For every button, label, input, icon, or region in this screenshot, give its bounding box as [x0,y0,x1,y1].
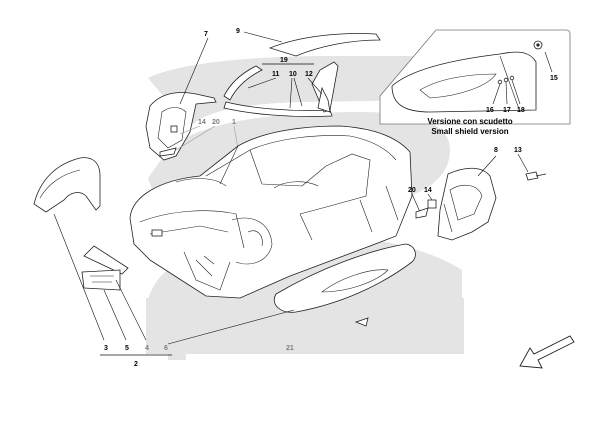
callout-17: 17 [503,107,511,114]
callout-4: 4 [145,345,149,352]
callout-14-a: 14 [198,119,206,126]
lower-sill: 21 [167,243,416,352]
callout-11: 11 [272,71,280,78]
callout-6: 6 [164,345,168,352]
callout-21: 21 [286,345,294,352]
callout-15: 15 [550,75,558,82]
rear-inner-panel: 7 [145,31,217,161]
roof-frame: 19 11 10 12 [223,57,339,117]
callout-1: 1 [232,119,236,126]
shield-pins-icon [497,75,515,85]
callout-16: 16 [486,107,494,114]
callout-20-a: 20 [212,119,220,126]
direction-arrow-icon [519,335,575,369]
front-fender [33,157,105,341]
inset-caption-en: Small shield version [431,127,508,136]
rear-quarter-panel: 8 [437,147,498,241]
callout-20-b: 20 [408,187,416,194]
callout-13: 13 [514,147,522,154]
callout-10: 10 [289,71,297,78]
callout-12: 12 [305,71,313,78]
clip-part [427,199,437,209]
inset-small-shield: 15 16 17 18 Versione con scudetto Small … [379,29,571,136]
callout-14-b: 14 [424,187,432,194]
shield-badge-icon [533,40,543,50]
screw-part: 13 [514,147,547,181]
callout-9: 9 [236,28,240,35]
callout-8: 8 [494,147,498,154]
callout-18: 18 [517,107,525,114]
inset-caption-it: Versione con scudetto [427,117,512,126]
callout-2: 2 [134,361,138,368]
callout-5: 5 [125,345,129,352]
car-body-shell [129,125,413,299]
callout-3: 3 [104,345,108,352]
bracket-part [415,207,429,219]
bottom-group: 3 5 4 6 2 [100,345,172,368]
callout-7: 7 [204,31,208,38]
roof-panel: 9 [236,28,381,57]
lower-panels [81,245,147,341]
callout-19: 19 [280,57,288,64]
